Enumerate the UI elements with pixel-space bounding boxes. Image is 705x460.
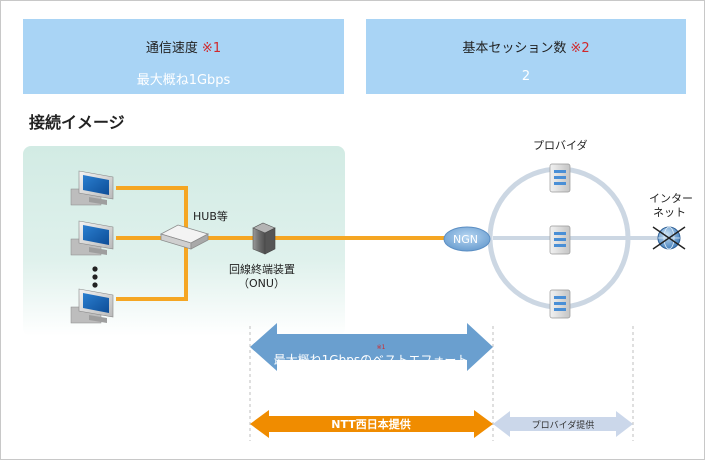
ntt-arrow-label: NTT西日本提供 <box>331 417 410 431</box>
pc-icon <box>70 220 114 256</box>
ngn-label: NGN <box>453 233 478 246</box>
internet-globe-icon <box>652 226 686 250</box>
session-label: 基本セッション数 <box>462 41 567 56</box>
session-note-mark: ※2 <box>570 41 590 56</box>
ntt-range-arrow <box>250 410 493 438</box>
onu-label-line2: （ONU） <box>238 277 285 290</box>
onu-label-line1: 回線終端装置 <box>229 263 295 276</box>
pc-icon <box>70 170 114 206</box>
more-pcs-dots <box>92 266 98 288</box>
pc-icon <box>70 288 114 324</box>
speed-label: 通信速度 <box>145 41 198 56</box>
server-icon <box>549 163 571 193</box>
provider-range-arrow <box>493 411 633 437</box>
speed-arrow-note: ※1 <box>377 344 386 351</box>
provider-label: プロバイダ <box>533 139 588 152</box>
internet-label-line2: ネット <box>653 206 686 219</box>
session-box: 基本セッション数※2 2 <box>366 19 686 94</box>
speed-note-mark: ※1 <box>201 41 222 56</box>
pc1-line <box>116 186 188 238</box>
speed-arrow-label: 最大概ね1Gbpsのベストエフォート <box>274 353 469 367</box>
hub-icon <box>159 224 210 250</box>
ngn-cloud-icon <box>443 226 491 252</box>
speed-value: 最大概ね1Gbps <box>136 73 231 88</box>
speed-box: 通信速度※1 最大概ね1Gbps <box>23 19 344 94</box>
provider-arrow-label: プロバイダ提供 <box>532 419 595 431</box>
hub-label: HUB等 <box>193 210 228 223</box>
pc3-line <box>116 238 188 301</box>
onu-icon <box>252 222 276 255</box>
server-icon <box>549 225 571 255</box>
session-value: 2 <box>521 69 531 84</box>
speed-range-arrow <box>250 323 493 371</box>
range-guide-lines <box>249 326 634 441</box>
server-icon <box>549 289 571 319</box>
section-title: 接続イメージ <box>29 113 125 132</box>
internet-label-line1: インター <box>649 192 693 205</box>
